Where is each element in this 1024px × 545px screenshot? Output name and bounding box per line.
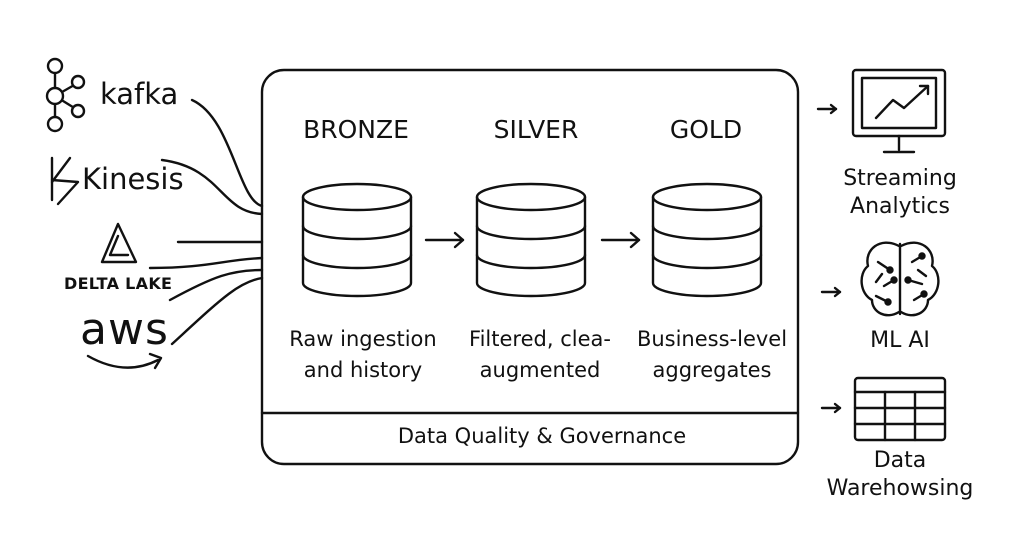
table-grid-icon xyxy=(853,376,947,442)
brain-icon xyxy=(860,241,940,317)
tier-description-bronze-line-2: and history xyxy=(303,358,423,382)
source-flow-lines xyxy=(148,98,264,346)
tier-description-silver-line-2: augmented xyxy=(479,358,601,382)
tier-description-silver-line-1: Filtered, clea- xyxy=(469,327,611,351)
governance-label: Data Quality & Governance xyxy=(397,424,687,448)
to-ml-arrow xyxy=(820,286,842,298)
output-warehouse-line-2: Warehowsing xyxy=(826,476,974,501)
kinesis-label: Kinesis xyxy=(82,162,184,196)
aws-label: aws xyxy=(80,304,169,355)
aws-smile-icon xyxy=(86,352,163,370)
tier-description-gold-line-1: Business-level xyxy=(636,327,788,351)
output-streaming-line-2: Analytics xyxy=(850,194,950,219)
to-warehouse-arrow xyxy=(820,402,842,414)
bronze-to-silver-arrow xyxy=(424,231,465,249)
tier-description-gold-line-2: aggregates xyxy=(652,358,772,382)
delta-lake-label: DELTA LAKE xyxy=(64,274,173,293)
kafka-label: kafka xyxy=(100,77,179,111)
database-icon-silver xyxy=(475,182,587,298)
delta-lake-icon xyxy=(100,222,138,264)
output-warehouse-line-1: Data xyxy=(873,448,927,473)
database-icon-bronze xyxy=(301,182,413,298)
kinesis-icon xyxy=(50,156,80,206)
tier-title-silver: SILVER xyxy=(493,115,579,144)
tier-description-bronze-line-1: Raw ingestion xyxy=(289,327,437,351)
silver-to-gold-arrow xyxy=(600,231,641,249)
monitor-chart-icon xyxy=(851,68,947,154)
tier-title-gold: GOLD xyxy=(669,115,743,144)
lakehouse-box xyxy=(260,68,800,466)
output-ml-ai: ML AI xyxy=(870,328,930,353)
to-streaming-arrow xyxy=(816,103,838,115)
database-icon-gold xyxy=(651,182,763,298)
kafka-icon xyxy=(45,57,86,133)
tier-title-bronze: BRONZE xyxy=(303,115,409,144)
output-streaming-line-1: Streaming xyxy=(843,166,957,191)
